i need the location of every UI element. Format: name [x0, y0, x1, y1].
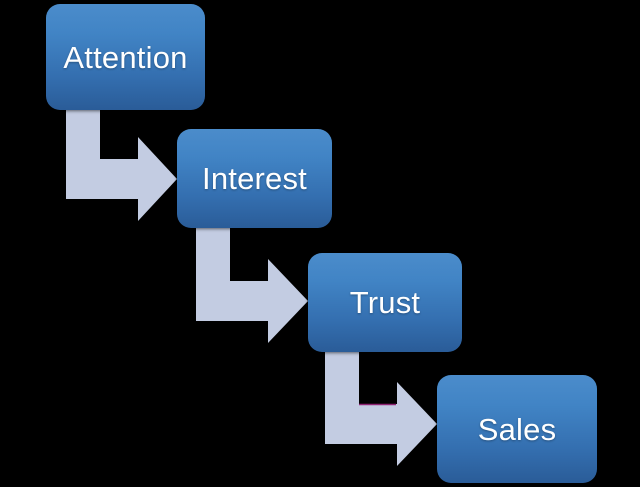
elbow-arrow-shape [66, 104, 177, 221]
connector-interest-to-trust[interactable] [196, 224, 308, 343]
connector-attention-to-interest[interactable] [66, 104, 177, 221]
process-box-attention[interactable]: Attention [46, 4, 205, 110]
process-box-label: Interest [202, 161, 307, 196]
process-box-label: Attention [63, 39, 188, 75]
process-box-interest[interactable]: Interest [177, 129, 332, 228]
elbow-arrow-shape [325, 348, 437, 466]
process-box-sales[interactable]: Sales [437, 375, 597, 483]
process-box-trust[interactable]: Trust [308, 253, 462, 352]
process-box-label: Trust [349, 285, 421, 320]
process-box-label: Sales [477, 411, 557, 447]
connector-trust-to-sales[interactable] [325, 348, 437, 466]
elbow-arrow-shape [196, 224, 308, 343]
